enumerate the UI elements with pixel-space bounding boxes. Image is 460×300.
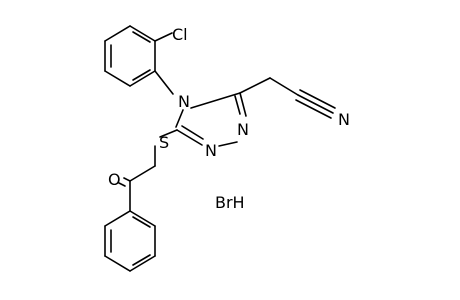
phenyl-ring [104, 210, 156, 272]
nitrile-n-label: N [338, 110, 350, 129]
triazole-ring [175, 92, 247, 147]
triazole-n1-label: N [237, 120, 249, 139]
bond-c-cl [154, 32, 173, 42]
chlorophenyl-ring [104, 25, 156, 87]
triazole-n4-label: N [178, 92, 190, 111]
sulfur-label: S [159, 133, 169, 152]
triazole-n2-label: N [205, 141, 217, 160]
chlorine-label: Cl [172, 25, 188, 44]
cyanomethyl-chain [239, 77, 336, 119]
bond-phenyl-n4 [154, 70, 174, 95]
phenacylthio-chain [118, 129, 178, 212]
oxygen-label: O [108, 170, 121, 189]
salt-label: BrH [215, 193, 245, 212]
